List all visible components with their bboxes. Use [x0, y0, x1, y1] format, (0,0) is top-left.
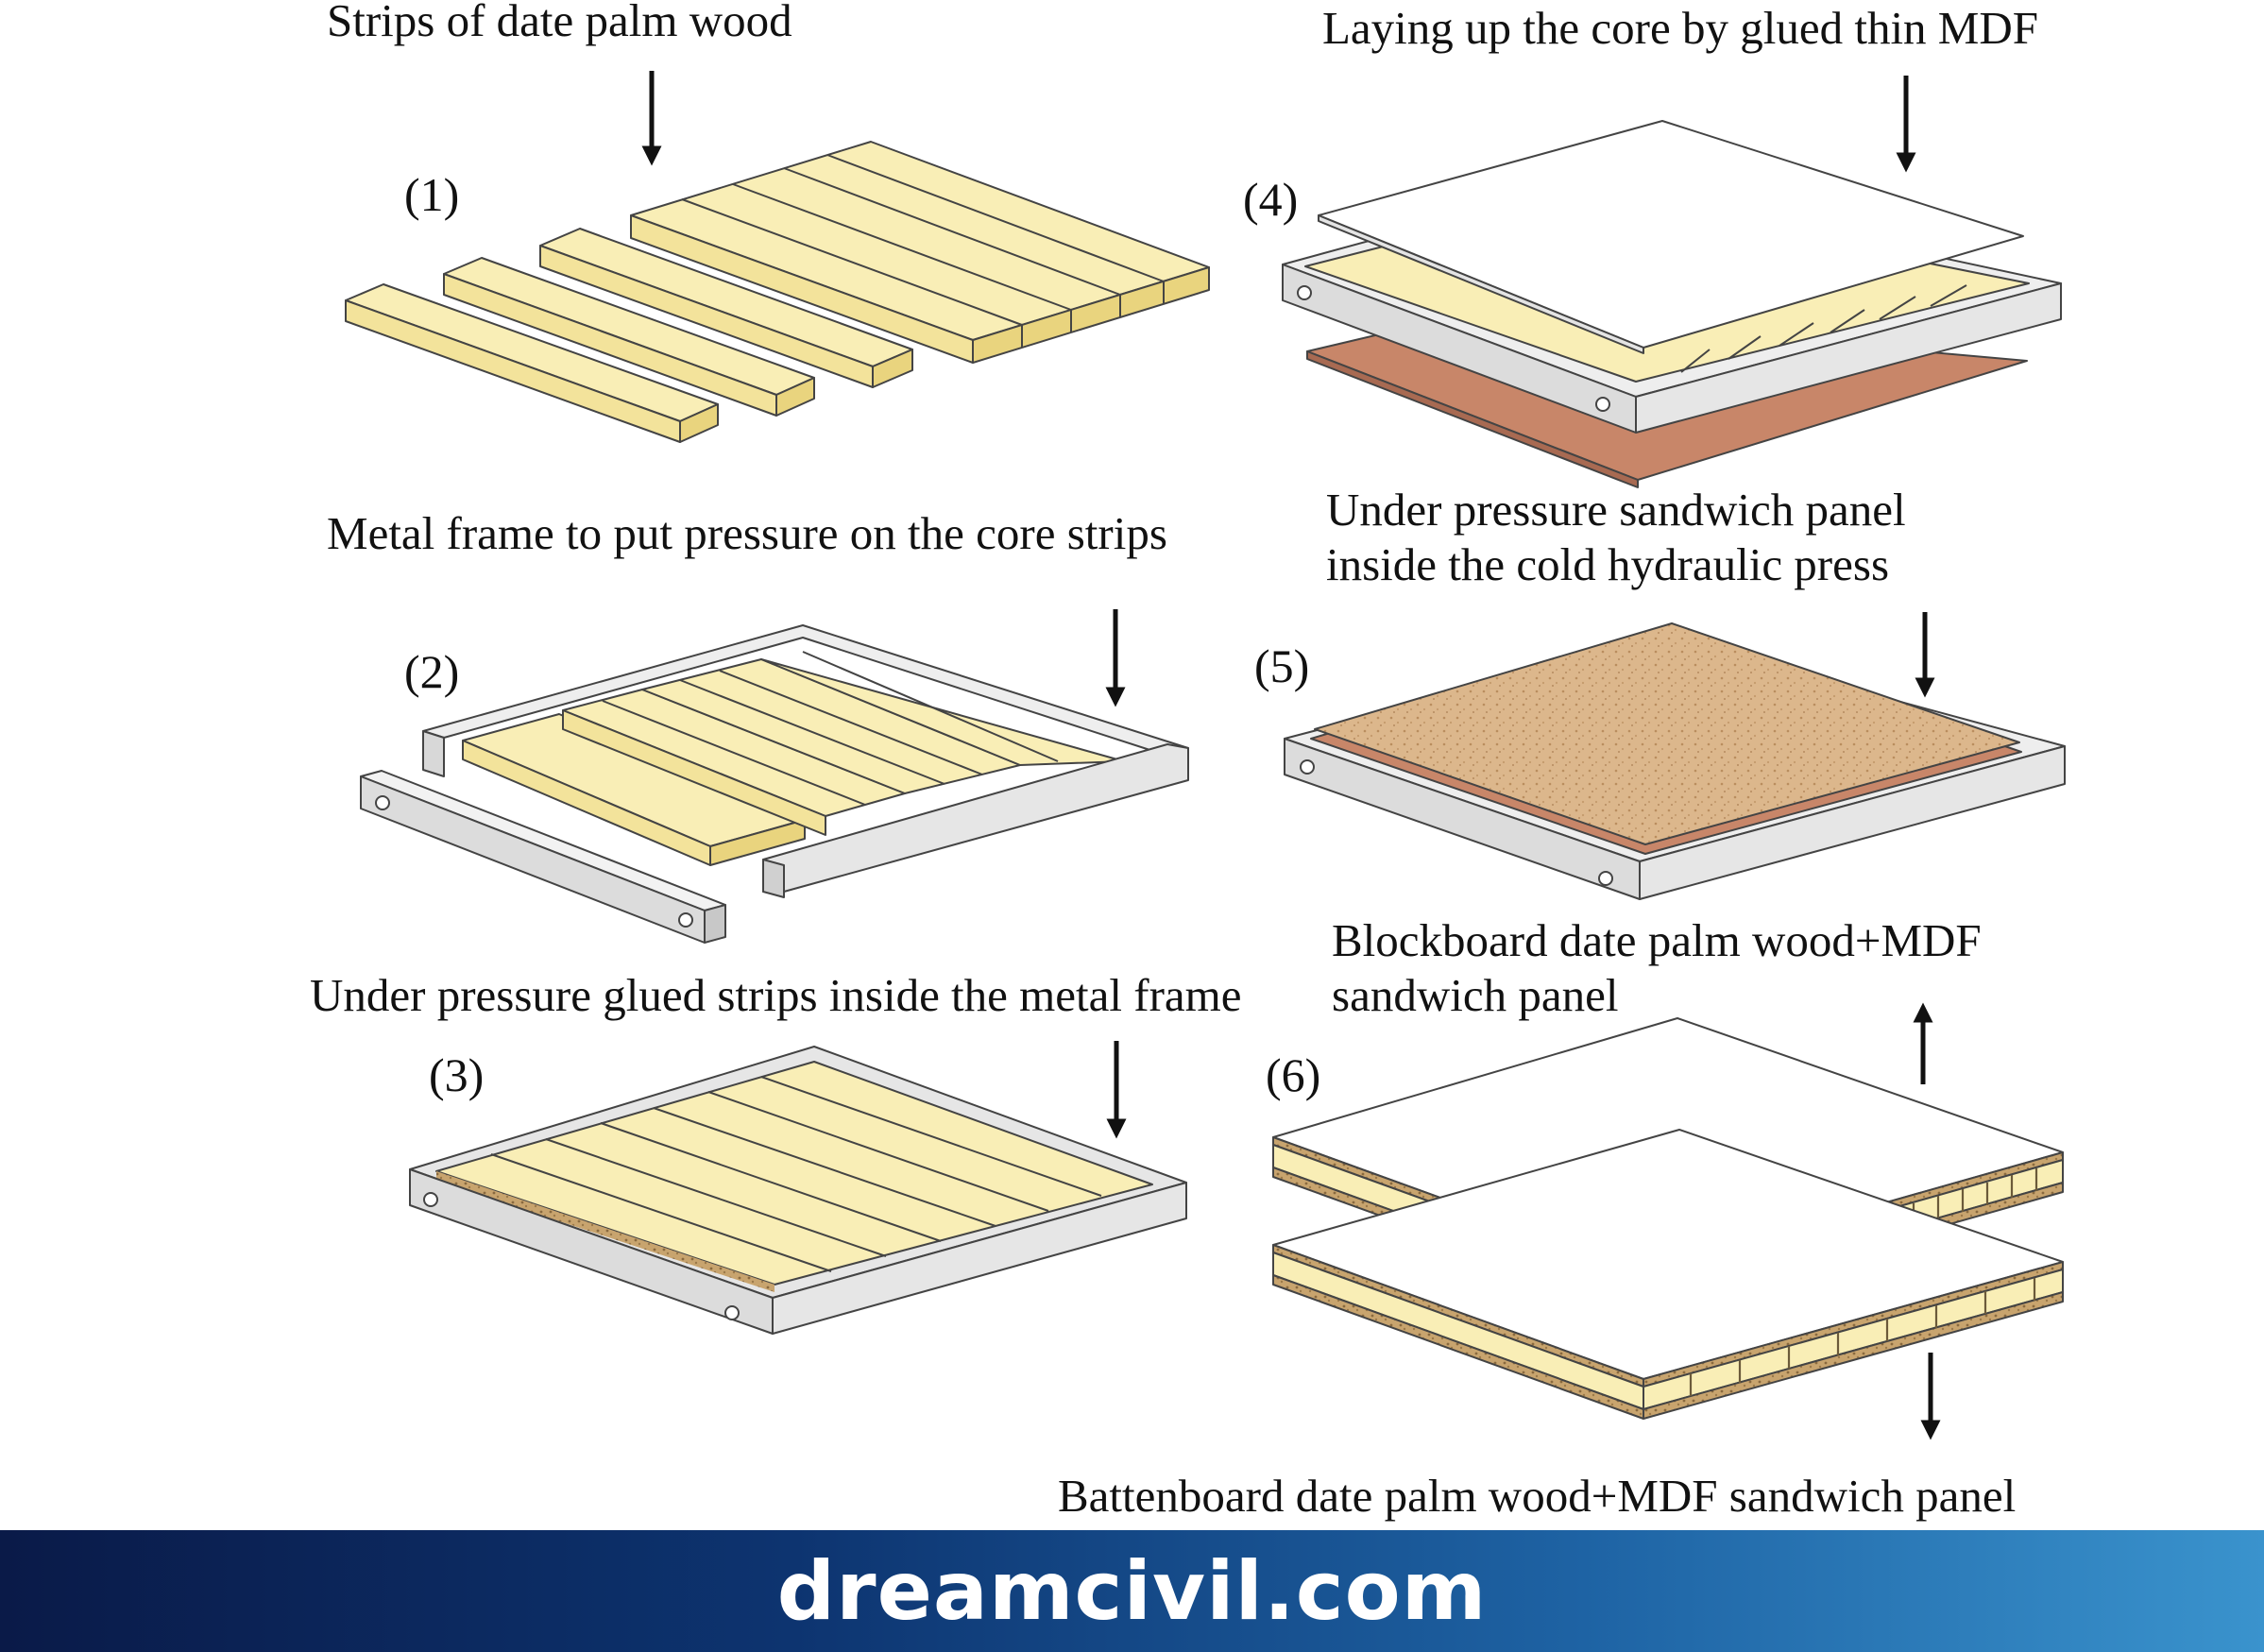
- step-5-number: (5): [1254, 639, 1309, 692]
- metal-frame-with-strips: [360, 624, 1189, 944]
- step-2-label: Metal frame to put pressure on the core …: [327, 507, 1167, 559]
- step-1-number: (1): [404, 168, 459, 221]
- step-4-number: (4): [1243, 173, 1298, 226]
- battenboard-panel: [1272, 1129, 2064, 1420]
- glued-strips-in-frame: [409, 1046, 1187, 1335]
- step-5-label-line-2: inside the cold hydraulic press: [1326, 538, 1889, 590]
- step-5: Under pressure sandwich panel inside the…: [1254, 484, 2066, 900]
- footer-banner: dreamcivil.com: [0, 1530, 2264, 1652]
- step-6-number: (6): [1266, 1048, 1320, 1101]
- step-2: Metal frame to put pressure on the core …: [327, 507, 1189, 944]
- step-3-label: Under pressure glued strips inside the m…: [310, 969, 1242, 1021]
- footer-brand: dreamcivil.com: [776, 1543, 1488, 1639]
- panel-under-press: [1284, 622, 2066, 900]
- step-6-label-line-2: sandwich panel: [1332, 969, 1618, 1021]
- step-6: Blockboard date palm wood+MDF sandwich p…: [1266, 914, 2064, 1440]
- frame-core-mdf-layup: [1282, 120, 2062, 488]
- step-6-label-line-1: Blockboard date palm wood+MDF: [1332, 914, 1982, 966]
- step-4-label: Laying up the core by glued thin MDF: [1322, 2, 2038, 54]
- step-1-label: Strips of date palm wood: [327, 0, 792, 46]
- step-4: Laying up the core by glued thin MDF (4): [1243, 2, 2062, 488]
- step-3: Under pressure glued strips inside the m…: [310, 969, 1242, 1335]
- step-2-number: (2): [404, 645, 459, 698]
- step-3-number: (3): [429, 1048, 484, 1101]
- step-1: Strips of date palm wood (1): [327, 0, 1210, 443]
- loose-wood-strips: [345, 141, 1210, 443]
- step-5-label-line-1: Under pressure sandwich panel: [1326, 484, 1906, 536]
- bottom-caption: Battenboard date palm wood+MDF sandwich …: [1058, 1470, 2016, 1522]
